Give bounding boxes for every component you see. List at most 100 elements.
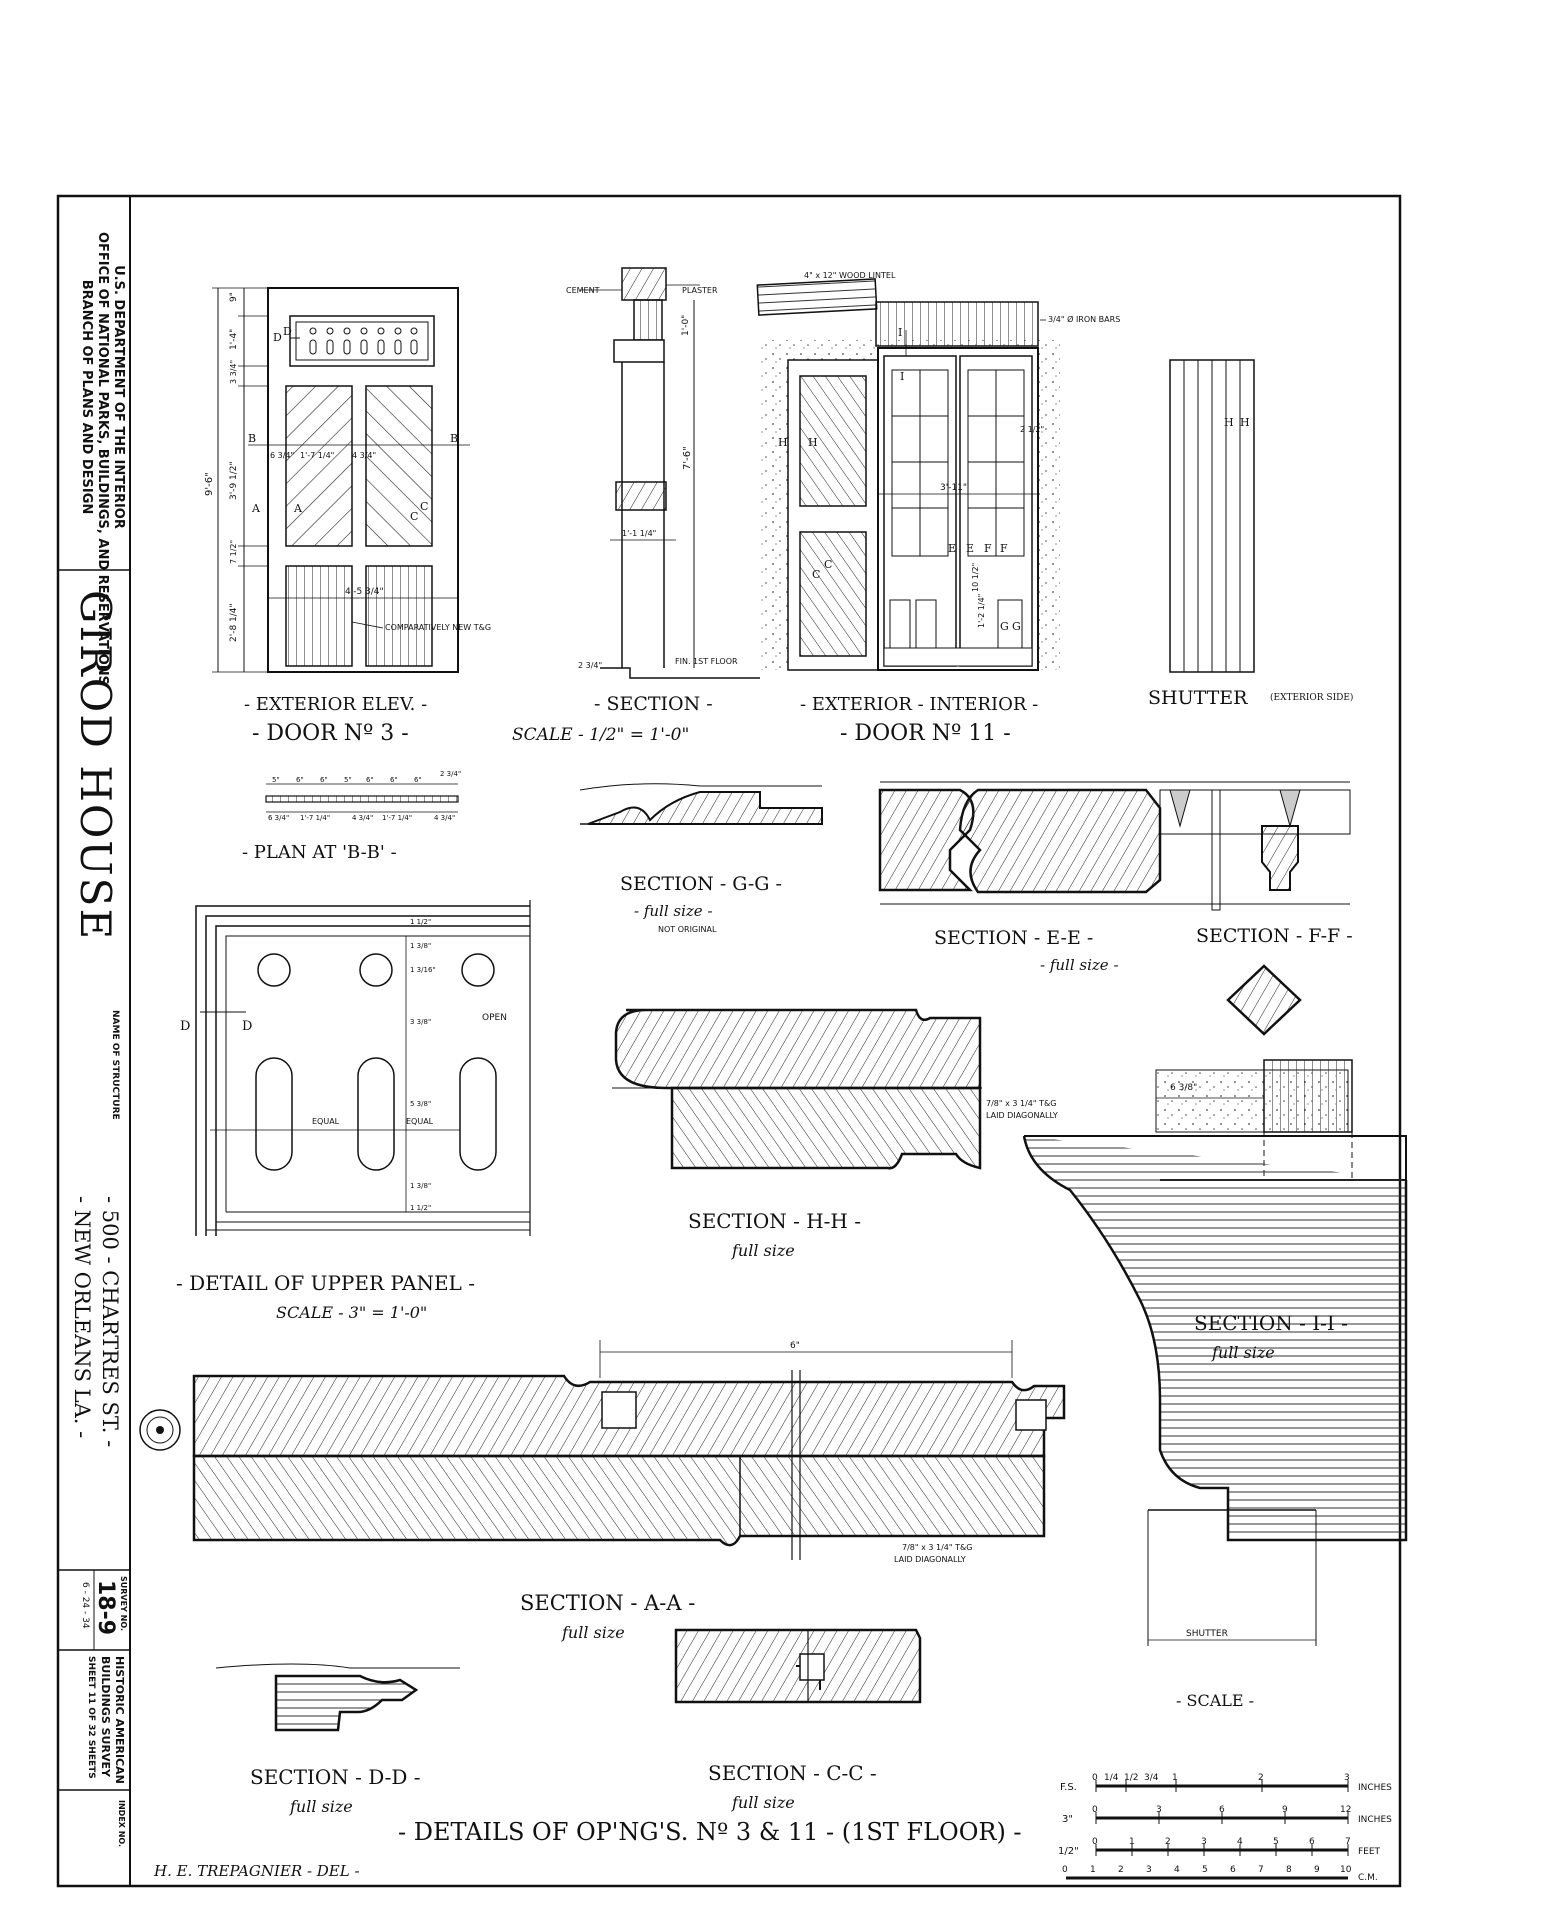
plan-dim-6: 6" bbox=[414, 776, 422, 784]
door11-mark-f2: F bbox=[1000, 542, 1008, 555]
sheet-info: SHEET 11 OF 32 SHEETS bbox=[86, 1656, 96, 1779]
scale-three-tick-3: 9 bbox=[1282, 1805, 1288, 1815]
habs-line2: BUILDINGS SURVEY bbox=[99, 1656, 112, 1777]
door11-mark-h2: H bbox=[808, 436, 818, 449]
upper-panel-label: - DETAIL OF UPPER PANEL - bbox=[176, 1271, 475, 1295]
door3-dim-1: 1'-4" bbox=[229, 329, 239, 350]
door3-label-elev: - EXTERIOR ELEV. - bbox=[244, 694, 427, 715]
door3-dim-6: 9'-6" bbox=[204, 472, 215, 496]
section-aa bbox=[192, 1340, 1066, 1560]
plan-bb-label: - PLAN AT 'B-B' - bbox=[242, 842, 397, 863]
scale-cm-tick-0: 0 bbox=[1062, 1865, 1068, 1875]
section-gg-label: SECTION - G-G - bbox=[620, 873, 782, 895]
section-cc-sub: full size bbox=[731, 1793, 795, 1812]
door3-dim-7: 6 3/4" bbox=[270, 451, 294, 460]
scale-fs-tick-3: 3/4 bbox=[1144, 1773, 1159, 1783]
section-aa-sub: full size bbox=[561, 1623, 625, 1642]
door11-label: - EXTERIOR - INTERIOR - bbox=[800, 694, 1038, 715]
shutter-mark-h1: H bbox=[1224, 416, 1234, 429]
door3-mark-d1: D bbox=[273, 331, 282, 344]
agency-line2: OFFICE OF NATIONAL PARKS, BUILDINGS, AND… bbox=[95, 232, 110, 686]
door3-mark-c1: C bbox=[410, 510, 418, 523]
door3-dim-8: 1'-7 1/4" bbox=[300, 451, 334, 460]
door3-mark-b1: B bbox=[248, 432, 256, 445]
upper-panel-scale: SCALE - 3" = 1'-0" bbox=[276, 1303, 427, 1322]
index-no-label: INDEX NO. bbox=[117, 1800, 126, 1848]
door11-mark-f1: F bbox=[984, 542, 992, 555]
door3-dim-3: 3'-9 1/2" bbox=[229, 461, 239, 500]
section-scale: SCALE - 1/2" = 1'-0" bbox=[512, 725, 689, 745]
section-hh-note2: LAID DIAGONALLY bbox=[986, 1111, 1058, 1120]
address-line1: - 500 - CHARTRES ST. - bbox=[98, 1196, 122, 1448]
shutter-elevation bbox=[1169, 359, 1255, 673]
upper-panel-note-equal1: EQUAL bbox=[312, 1117, 340, 1126]
scale-cm-tick-6: 6 bbox=[1230, 1865, 1236, 1875]
scale-three-unit: INCHES bbox=[1358, 1815, 1392, 1825]
upper-panel-mark-d2: D bbox=[242, 1019, 252, 1034]
section-aa-dim: 6" bbox=[790, 1341, 800, 1351]
scale-half-tick-5: 5 bbox=[1273, 1837, 1279, 1847]
scale-half-tick-3: 3 bbox=[1201, 1837, 1207, 1847]
door3-dim-9: 4 3/4" bbox=[352, 451, 376, 460]
scale-three-prefix: 3" bbox=[1062, 1814, 1073, 1825]
door11-mark-c2: C bbox=[824, 558, 832, 571]
scale-three-tick-4: 12 bbox=[1340, 1805, 1351, 1815]
scale-half-tick-1: 1 bbox=[1129, 1837, 1135, 1847]
section-dim-1: 7'-6" bbox=[682, 446, 693, 470]
section-dd-sub: full size bbox=[289, 1797, 353, 1816]
scale-fs-unit: INCHES bbox=[1358, 1783, 1392, 1793]
upper-panel-dim-4: 5 3/8" bbox=[410, 1100, 431, 1108]
door11-note-lintel: 4" x 12" WOOD LINTEL bbox=[804, 271, 896, 280]
section-dim-2: 1'-1 1/4" bbox=[622, 529, 656, 538]
plan-bb bbox=[265, 783, 459, 813]
plan-dim-5: 6" bbox=[390, 776, 398, 784]
scale-cm-tick-5: 5 bbox=[1202, 1865, 1208, 1875]
habs-line1: HISTORIC AMERICAN bbox=[113, 1656, 126, 1784]
upper-panel-dim-6: 1 1/2" bbox=[410, 1204, 431, 1212]
section-aa-note1: 7/8" x 3 1/4" T&G bbox=[902, 1543, 972, 1552]
door11-mark-e1: E bbox=[948, 542, 956, 555]
scale-three-tick-2: 6 bbox=[1219, 1805, 1225, 1815]
scale-cm-tick-2: 2 bbox=[1118, 1865, 1124, 1875]
door3-label-door: - DOOR Nº 3 - bbox=[252, 721, 409, 746]
section-ff bbox=[1159, 789, 1351, 911]
door11-dim-1: 2 1/2" bbox=[1020, 425, 1044, 434]
section-dim-3: 2 3/4" bbox=[578, 661, 602, 670]
door11-mark-e2: E bbox=[966, 542, 974, 555]
scale-fs-tick-4: 1 bbox=[1172, 1773, 1178, 1783]
section-ii-label: SECTION - I-I - bbox=[1194, 1311, 1348, 1335]
upper-panel-dim-1: 1 3/8" bbox=[410, 942, 431, 950]
title-block-agency: U.S. DEPARTMENT OF THE INTERIOR OFFICE O… bbox=[78, 232, 126, 686]
scale-fs-tick-0: 0 bbox=[1092, 1773, 1098, 1783]
title-block-address: - 500 - CHARTRES ST. - - NEW ORLEANS LA.… bbox=[68, 1196, 124, 1447]
door11-mark-h1: H bbox=[778, 436, 788, 449]
upper-panel-dim-2: 1 3/16" bbox=[410, 966, 436, 974]
agency-line3: BRANCH OF PLANS AND DESIGN bbox=[79, 279, 94, 515]
name-of-structure-label: NAME OF STRUCTURE bbox=[110, 1010, 120, 1120]
section-aa-note2: LAID DIAGONALLY bbox=[894, 1555, 966, 1564]
delineator: H. E. TREPAGNIER - DEL - bbox=[153, 1862, 360, 1880]
title-block-habs: HISTORIC AMERICAN BUILDINGS SURVEY SHEET… bbox=[84, 1656, 126, 1784]
door11-dim-0: 3'-11" bbox=[940, 483, 967, 493]
building-name: GIROD HOUSE bbox=[71, 590, 120, 942]
plan-dim-8: 6 3/4" bbox=[268, 814, 289, 822]
section-ii-dim: 6 3/8" bbox=[1170, 1083, 1197, 1093]
upper-panel-detail bbox=[195, 900, 531, 1236]
upper-panel-dim-5: 1 3/8" bbox=[410, 1182, 431, 1190]
address-line2: - NEW ORLEANS LA. - bbox=[70, 1196, 94, 1439]
door11-elevation bbox=[756, 278, 1060, 671]
section-hh bbox=[612, 1008, 982, 1170]
scale-three-tick-1: 3 bbox=[1156, 1805, 1162, 1815]
plan-dim-9: 1'-7 1/4" bbox=[300, 814, 330, 822]
door3-note: COMPARATIVELY NEW T&G bbox=[385, 623, 491, 632]
scale-cm-tick-3: 3 bbox=[1146, 1865, 1152, 1875]
door11-mark-c1: C bbox=[812, 568, 820, 581]
scale-half-tick-2: 2 bbox=[1165, 1837, 1171, 1847]
section-aa-label: SECTION - A-A - bbox=[520, 1591, 695, 1615]
section-ff-label: SECTION - F-F - bbox=[1196, 925, 1353, 947]
upper-panel-note-equal2: EQUAL bbox=[406, 1117, 434, 1126]
door3-mark-b2: B bbox=[450, 432, 458, 445]
scale-cm-tick-1: 1 bbox=[1090, 1865, 1096, 1875]
